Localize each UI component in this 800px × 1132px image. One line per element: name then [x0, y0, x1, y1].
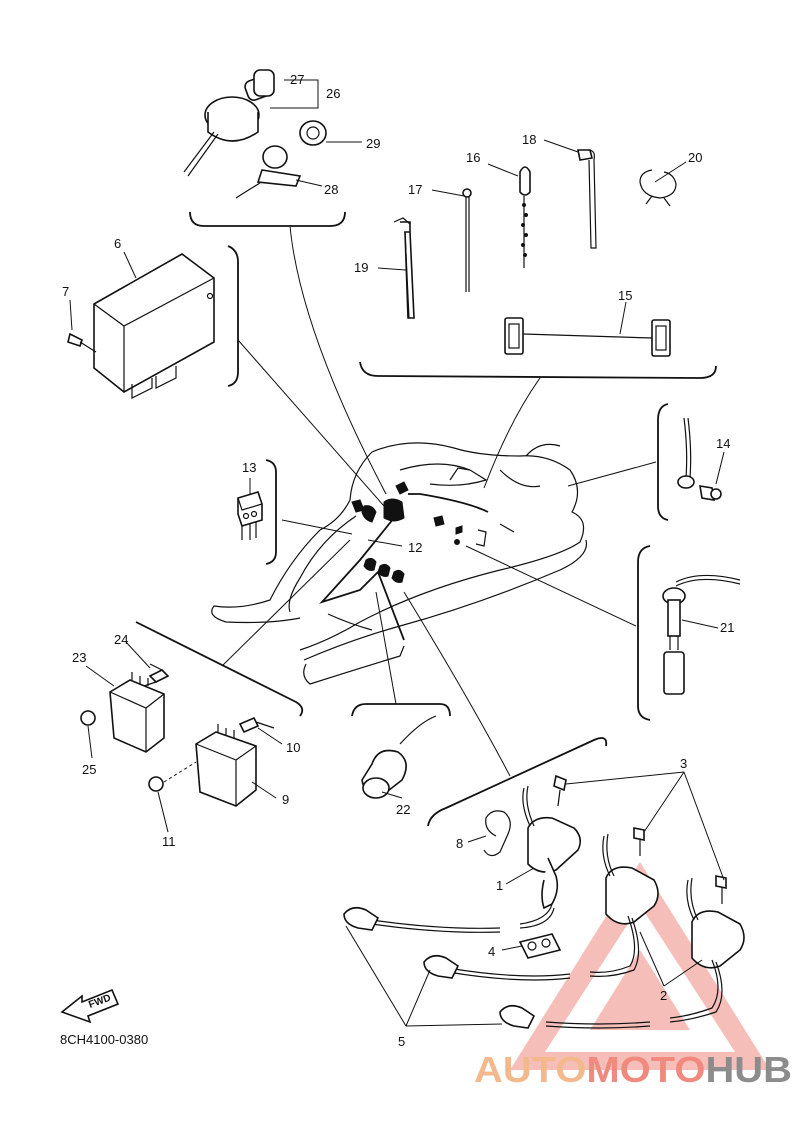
callout-labels: 1 2 3 4 5 6 7 8 9 10 11 12 13 14 15 16 1…	[62, 72, 734, 1049]
callout-25: 25	[82, 762, 96, 777]
callout-15: 15	[618, 288, 632, 303]
cord-holder-4	[518, 933, 562, 959]
bracket-top-right	[359, 361, 717, 379]
bracket-coils	[427, 737, 608, 827]
callout-5: 5	[398, 1034, 405, 1049]
callout-24: 24	[114, 632, 128, 647]
callout-4: 4	[488, 944, 495, 959]
callout-11: 11	[162, 834, 176, 849]
callout-26: 26	[326, 86, 340, 101]
sensor-21	[662, 574, 741, 695]
ignition-switch-group	[183, 69, 327, 199]
bracket-ground	[657, 403, 669, 521]
callout-21: 21	[720, 620, 734, 635]
watermark-part2: MOTO	[586, 1049, 705, 1090]
callout-7: 7	[62, 284, 69, 299]
callout-22: 22	[396, 802, 410, 817]
wire-ties-group	[393, 149, 677, 357]
frame	[211, 442, 588, 685]
callout-8: 8	[456, 836, 463, 851]
ground-lead-14	[677, 417, 722, 501]
igniter-9	[148, 716, 275, 807]
callout-18: 18	[522, 132, 536, 147]
cdi-unit-6	[67, 253, 215, 399]
callout-27: 27	[290, 72, 304, 87]
bracket-condenser	[351, 703, 451, 717]
watermark-part1: AUTO	[474, 1049, 586, 1090]
callout-29: 29	[366, 136, 380, 151]
callout-10: 10	[286, 740, 300, 755]
callout-3: 3	[680, 756, 687, 771]
clip-8	[483, 810, 511, 857]
callout-20: 20	[688, 150, 702, 165]
ignition-coil-2b	[545, 877, 745, 1029]
callout-28: 28	[324, 182, 338, 197]
bracket-ecu	[227, 245, 239, 387]
bracket-electrics-left	[135, 621, 304, 717]
callout-16: 16	[466, 150, 480, 165]
callout-9: 9	[282, 792, 289, 807]
drawing-code: 8CH4100-0380	[60, 1032, 148, 1047]
bracket-relay	[265, 459, 277, 565]
callout-leaders	[69, 79, 725, 1027]
ignition-coil-1	[371, 785, 582, 933]
fwd-arrow-icon: FWD	[60, 988, 120, 1024]
callout-14: 14	[716, 436, 730, 451]
callout-6: 6	[114, 236, 121, 251]
callout-13: 13	[242, 460, 256, 475]
bracket-top-left	[189, 211, 346, 227]
callout-1: 1	[496, 878, 503, 893]
callout-12: 12	[408, 540, 422, 555]
ignition-coil-2a	[447, 833, 659, 981]
plug-caps-5	[343, 906, 536, 1029]
wire-harness-12	[319, 481, 515, 641]
relay-13	[237, 491, 263, 540]
bracket-sensor	[637, 545, 651, 721]
bracket-leaders	[221, 225, 657, 777]
watermark-part3: HUB	[705, 1049, 792, 1090]
callout-19: 19	[354, 260, 368, 275]
rectifier-23	[80, 663, 170, 753]
callout-17: 17	[408, 182, 422, 197]
condenser-22	[361, 715, 437, 799]
callout-2: 2	[660, 988, 667, 1003]
callout-23: 23	[72, 650, 86, 665]
